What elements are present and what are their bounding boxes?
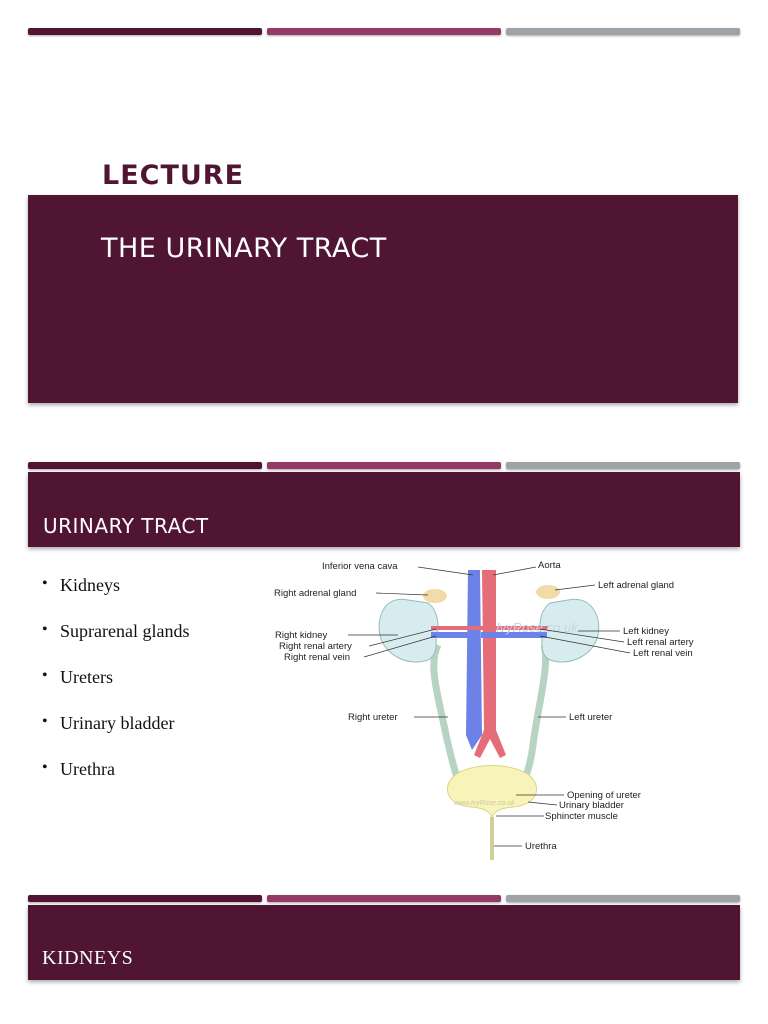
left-adrenal-shape <box>536 585 560 599</box>
right-adrenal-shape <box>423 589 447 603</box>
left-kidney-shape <box>539 598 600 663</box>
label-opening-of-ureter: Opening of ureter <box>567 790 641 801</box>
accent-strip-dark <box>28 462 262 469</box>
bullet-icon: • <box>42 575 48 592</box>
lecture-label: LECTURE <box>102 160 245 191</box>
section-title: KIDNEYS <box>42 947 134 969</box>
label-aorta: Aorta <box>538 560 561 571</box>
bladder-shape <box>447 765 537 819</box>
leader-lines <box>348 566 631 847</box>
label-left-ureter: Left ureter <box>569 712 612 723</box>
right-kidney-shape <box>378 598 439 663</box>
label-right-ureter: Right ureter <box>348 712 398 723</box>
label-left-adrenal-gland: Left adrenal gland <box>598 580 674 591</box>
label-left-kidney: Left kidney <box>623 626 669 637</box>
accent-strip-gray <box>506 895 740 902</box>
bullet-icon: • <box>42 713 48 730</box>
accent-strip-dark <box>28 28 262 35</box>
left-renal-vein-shape <box>481 632 547 638</box>
list-item: •Kidneys <box>42 575 120 595</box>
list-item: •Urethra <box>42 759 115 779</box>
vena-cava-shape <box>466 570 482 750</box>
bullet-list: •Kidneys •Suprarenal glands •Ureters •Ur… <box>42 575 189 805</box>
accent-strip-dark <box>28 895 262 902</box>
accent-strip-mid <box>267 28 501 35</box>
watermark: IvyRose.co.uk <box>496 620 579 635</box>
right-renal-vein-shape <box>431 632 469 638</box>
bullet-icon: • <box>42 759 48 776</box>
aorta-shape <box>474 570 506 758</box>
slide-title: THE URINARY TRACT <box>101 233 387 264</box>
title-banner: THE URINARY TRACT <box>28 195 738 403</box>
accent-strip-gray <box>506 462 740 469</box>
watermark: www.IvyRose.co.uk <box>454 800 515 807</box>
section-banner: URINARY TRACT <box>28 472 740 547</box>
bullet-icon: • <box>42 621 48 638</box>
accent-strip-mid <box>267 462 501 469</box>
label-left-renal-vein: Left renal vein <box>633 648 693 659</box>
list-item: •Urinary bladder <box>42 713 175 733</box>
label-right-renal-artery: Right renal artery <box>279 641 352 652</box>
label-left-renal-artery: Left renal artery <box>627 637 694 648</box>
label-inferior-vena-cava: Inferior vena cava <box>322 561 398 572</box>
label-right-kidney: Right kidney <box>275 630 328 641</box>
label-sphincter-muscle: Sphincter muscle <box>545 811 618 822</box>
urinary-tract-diagram: IvyRose.co.uk www.IvyRose.co.uk Inferior… <box>274 560 694 860</box>
label-urethra: Urethra <box>525 841 557 852</box>
bullet-icon: • <box>42 667 48 684</box>
accent-strip-gray <box>506 28 740 35</box>
label-urinary-bladder: Urinary bladder <box>559 800 624 811</box>
section-title: URINARY TRACT <box>43 514 209 538</box>
left-renal-artery-shape <box>496 626 548 630</box>
list-item: •Ureters <box>42 667 113 687</box>
accent-strip-mid <box>267 895 501 902</box>
list-item: •Suprarenal glands <box>42 621 190 641</box>
right-renal-artery-shape <box>431 626 483 630</box>
label-right-adrenal-gland: Right adrenal gland <box>274 588 356 599</box>
section-banner: KIDNEYS <box>28 905 740 980</box>
label-right-renal-vein: Right renal vein <box>284 652 350 663</box>
